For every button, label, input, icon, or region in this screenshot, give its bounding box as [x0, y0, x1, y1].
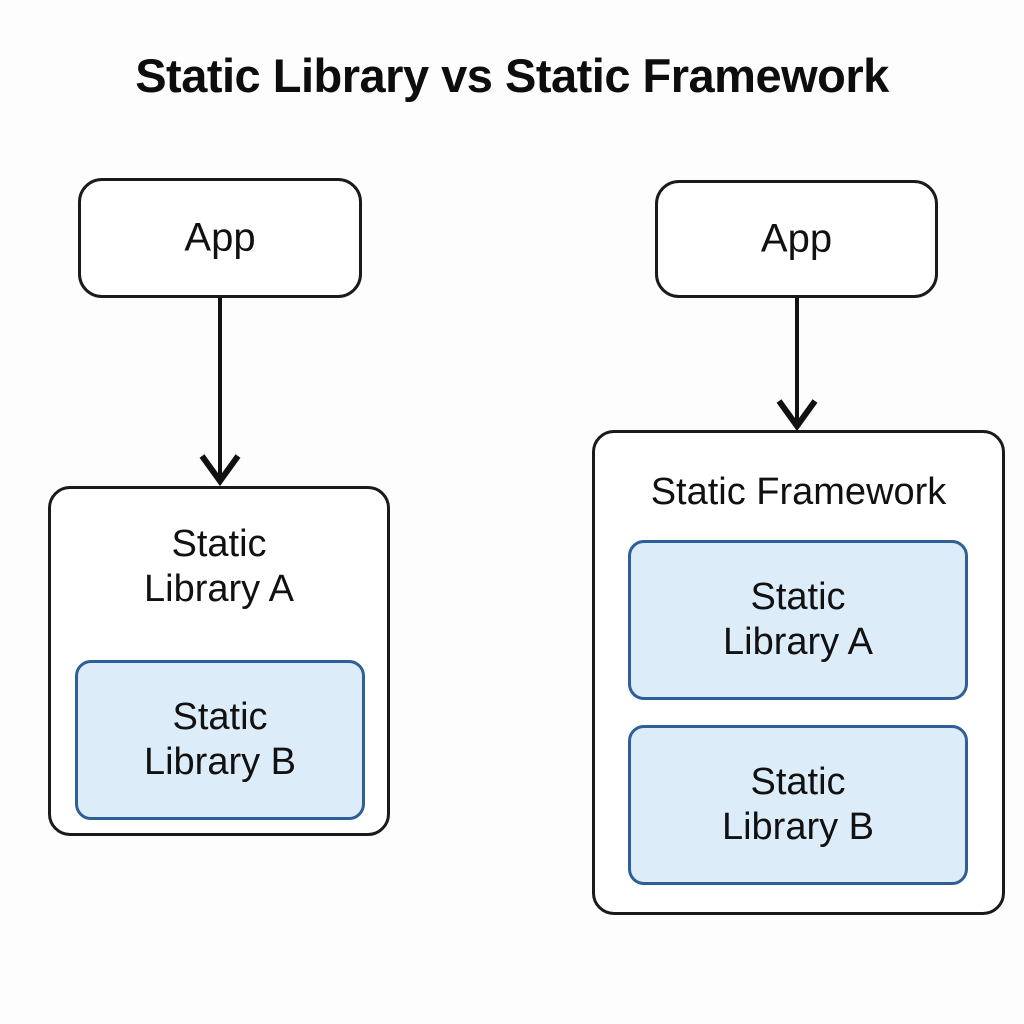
static-library-b-label-left: Static Library B — [143, 696, 297, 783]
app-box-left-label: App — [184, 215, 256, 260]
app-to-framework-arrow — [776, 298, 818, 432]
static-library-a-label-right: Static Library A — [723, 576, 873, 663]
static-library-a-box-right[interactable]: Static Library A — [628, 540, 968, 700]
static-framework-label: Static Framework — [650, 471, 947, 513]
app-box-right[interactable]: App — [655, 180, 938, 298]
app-box-left[interactable]: App — [78, 178, 362, 298]
static-library-b-label-right: Static Library B — [721, 761, 875, 848]
static-library-b-box-right[interactable]: Static Library B — [628, 725, 968, 885]
app-to-library-a-arrow — [199, 298, 241, 487]
static-library-b-box-left[interactable]: Static Library B — [75, 660, 365, 820]
static-library-a-label-left: Static Library A — [144, 523, 294, 610]
app-box-right-label: App — [760, 216, 833, 261]
diagram-title: Static Library vs Static Framework — [135, 49, 889, 102]
